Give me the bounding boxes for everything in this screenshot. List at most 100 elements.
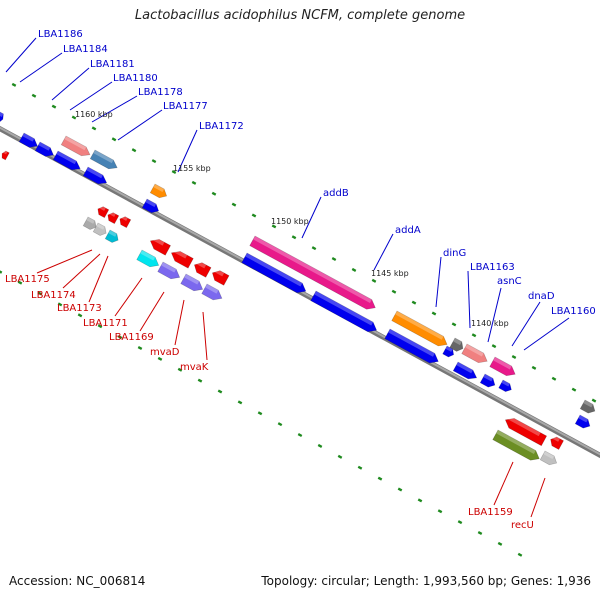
gene-arrow [211, 270, 230, 286]
gene-arrow [104, 229, 119, 243]
gene-arrow [498, 379, 512, 392]
gene-features [0, 111, 596, 466]
tick-mark [237, 400, 243, 405]
tick-mark [257, 411, 263, 416]
leader-line [511, 301, 541, 347]
tick-mark [157, 356, 163, 361]
tick-mark [431, 311, 437, 316]
gene-arrow [92, 222, 107, 236]
leader-line [114, 277, 143, 317]
tick-mark [117, 335, 123, 340]
gene-label[interactable]: LBA1160 [551, 306, 596, 317]
gene-label[interactable]: LBA1186 [38, 29, 83, 40]
gene-highlight [22, 133, 35, 142]
tick-mark [371, 278, 377, 283]
leader-line [62, 253, 101, 289]
tick-mark [131, 148, 137, 153]
gene-label[interactable]: LBA1173 [57, 303, 102, 314]
gene-label[interactable]: LBA1163 [470, 262, 515, 273]
tick-mark [511, 355, 517, 360]
gene-highlight [213, 268, 225, 277]
gene-highlight [56, 151, 77, 165]
gene-highlight [483, 374, 493, 382]
gene-label[interactable]: LBA1180 [113, 73, 158, 84]
tick-mark [357, 465, 363, 470]
gene-arrow [391, 310, 448, 347]
gene-label[interactable]: LBA1172 [199, 121, 244, 132]
gene-arrow [539, 450, 558, 466]
tick-mark [277, 422, 283, 427]
gene-label[interactable]: LBA1177 [163, 101, 208, 112]
leader-line [202, 311, 208, 361]
leader-line [88, 255, 109, 303]
tick-mark [337, 454, 343, 459]
tick-mark [531, 365, 537, 370]
gene-arrow [107, 212, 120, 225]
tick-mark [151, 159, 157, 164]
gene-label[interactable]: LBA1159 [468, 507, 513, 518]
tick-mark [217, 389, 223, 394]
gene-arrow [1, 150, 10, 161]
gene-highlight [445, 346, 453, 352]
gene-arrow [0, 111, 4, 124]
tick-mark [497, 541, 503, 546]
gene-arrow [60, 135, 91, 157]
tick-mark [37, 291, 43, 296]
gene-label[interactable]: dinG [443, 248, 466, 259]
gene-label[interactable]: mvaD [150, 347, 180, 358]
tick-mark [77, 313, 83, 318]
gene-highlight [120, 215, 128, 221]
leader-line [51, 67, 90, 101]
gene-label[interactable]: LBA1174 [31, 290, 76, 301]
leader-line [91, 95, 138, 123]
gene-label[interactable]: recU [511, 520, 534, 531]
gene-arrow [550, 436, 564, 450]
gene-highlight [388, 329, 435, 357]
gene-arrow [249, 235, 376, 310]
tick-mark [351, 267, 357, 272]
gene-label[interactable]: LBA1184 [63, 44, 108, 55]
tick-mark [471, 333, 477, 338]
gene-label[interactable]: mvaK [180, 362, 209, 373]
gene-arrow [180, 273, 204, 292]
tick-mark [377, 476, 383, 481]
gene-label[interactable]: LBA1171 [83, 318, 128, 329]
tick-mark [391, 289, 397, 294]
leader-line [139, 291, 165, 332]
scale-label: 1155 kbp [173, 164, 211, 173]
tick-mark [477, 531, 483, 536]
gene-arrow [193, 262, 212, 278]
gene-highlight [465, 344, 484, 357]
gene-arrow [149, 183, 168, 199]
gene-highlight [543, 451, 555, 460]
gene-highlight [493, 357, 512, 370]
leader-line [530, 477, 546, 518]
gene-highlight [184, 274, 200, 285]
gene-highlight [195, 260, 207, 269]
leader-line [19, 52, 63, 83]
gene-highlight [86, 217, 95, 224]
gene-highlight [108, 211, 116, 217]
tick-mark [57, 302, 63, 307]
gene-arrow [452, 361, 478, 380]
gene-label[interactable]: dnaD [528, 291, 555, 302]
leader-line [174, 299, 185, 346]
leader-line [493, 461, 514, 506]
gene-highlight [140, 250, 156, 261]
gene-label[interactable]: addB [323, 188, 349, 199]
gene-label[interactable]: LBA1169 [109, 332, 154, 343]
gene-highlight [245, 253, 303, 287]
gene-label[interactable]: asnC [497, 276, 522, 287]
gene-highlight [145, 199, 157, 208]
gene-label[interactable]: addA [395, 225, 421, 236]
tick-mark [271, 224, 277, 229]
leader-line [373, 233, 394, 271]
gene-label[interactable]: LBA1178 [138, 87, 183, 98]
gene-label[interactable]: LBA1181 [90, 59, 135, 70]
gene-label[interactable]: LBA1175 [5, 274, 50, 285]
leader-line [435, 256, 442, 308]
gene-arrow [479, 373, 496, 388]
gene-highlight [0, 112, 4, 117]
gene-highlight [93, 150, 114, 164]
